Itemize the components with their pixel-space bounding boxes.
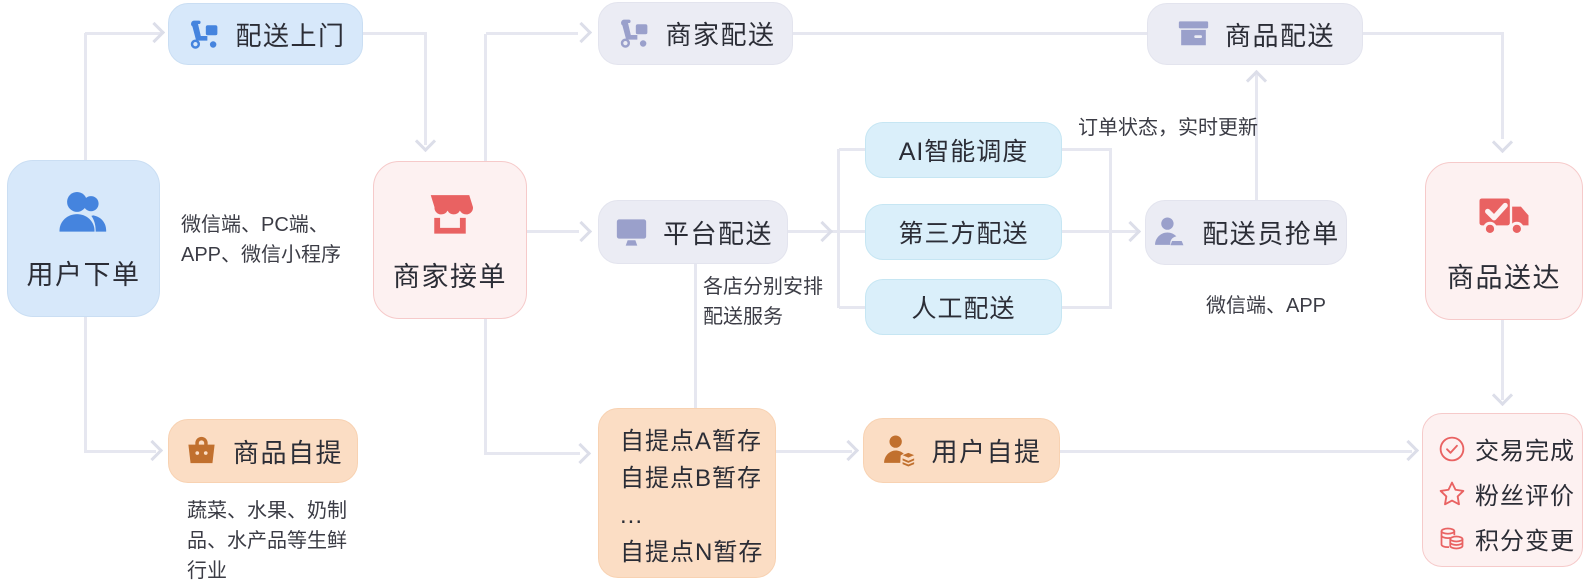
package-icon xyxy=(1175,16,1212,53)
node-label: 商家配送 xyxy=(665,20,776,50)
delivery-scooter-icon xyxy=(185,16,222,53)
star-icon xyxy=(1438,480,1466,508)
connector xyxy=(1062,148,1112,151)
arrowhead xyxy=(1397,439,1420,462)
person-stack-icon xyxy=(881,432,918,469)
check-circle-icon xyxy=(1438,435,1466,463)
node-courier-grab: 配送员抢单 xyxy=(1145,200,1347,265)
truck-check-icon xyxy=(1476,188,1532,244)
courier-person-icon xyxy=(1152,214,1189,251)
connector xyxy=(84,317,87,453)
node-label: 人工配送 xyxy=(911,295,1016,323)
node-home-delivery: 配送上门 xyxy=(168,3,363,65)
connector xyxy=(484,452,580,455)
connector xyxy=(788,230,865,233)
node-label: 商品送达 xyxy=(1447,262,1561,293)
connector xyxy=(839,306,865,309)
arrowhead xyxy=(570,220,593,243)
node-label: AI智能调度 xyxy=(898,138,1029,166)
arrowhead xyxy=(1245,69,1268,92)
node-completion: 交易完成 粉丝评价 积分变更 xyxy=(1422,413,1583,567)
completion-item-label: 粉丝评价 xyxy=(1475,483,1575,510)
node-third-party-delivery: 第三方配送 xyxy=(865,204,1062,260)
connector xyxy=(839,148,865,151)
node-label: 商品自提 xyxy=(232,437,343,468)
annotation-store-arrange: 各店分别安排配送服务 xyxy=(703,276,823,328)
annotation-fresh-industry: 蔬菜、水果、奶制品、水产品等生鲜行业 xyxy=(187,500,347,582)
connector xyxy=(1062,230,1112,233)
pickup-point-line: ... xyxy=(620,502,644,529)
node-merchant-delivery: 商家配送 xyxy=(598,2,793,65)
connector xyxy=(1062,306,1112,309)
pickup-point-line: 自提点B暂存 xyxy=(620,465,763,492)
connector xyxy=(484,34,487,161)
completion-item-label: 积分变更 xyxy=(1475,528,1575,555)
annotation-status-update: 订单状态，实时更新 xyxy=(1078,117,1258,139)
arrowhead xyxy=(143,21,166,44)
connector xyxy=(776,450,852,453)
node-self-pickup: 商品自提 xyxy=(168,419,358,483)
arrowhead xyxy=(141,439,164,462)
connector xyxy=(1363,32,1504,35)
arrowhead xyxy=(1491,131,1514,154)
connector xyxy=(1111,230,1140,233)
shopping-bag-icon xyxy=(183,433,220,470)
node-goods-arrived: 商品送达 xyxy=(1425,162,1583,320)
connector xyxy=(363,32,427,35)
connector xyxy=(484,319,487,455)
connector xyxy=(84,33,87,160)
connector xyxy=(793,32,1147,35)
connector xyxy=(527,230,579,233)
arrowhead xyxy=(811,220,834,243)
arrowhead xyxy=(570,21,593,44)
node-user-pickup: 用户自提 xyxy=(863,418,1060,483)
users-icon xyxy=(56,185,112,241)
arrowhead xyxy=(414,130,437,153)
node-goods-delivery: 商品配送 xyxy=(1147,3,1363,65)
annotation-order-channels: 微信端、PC端、APP、微信小程序 xyxy=(181,214,342,266)
node-manual-delivery: 人工配送 xyxy=(865,279,1062,335)
connector xyxy=(85,32,162,35)
connector xyxy=(1255,72,1258,200)
connector xyxy=(1501,33,1504,139)
node-label: 第三方配送 xyxy=(898,220,1029,248)
node-label: 用户下单 xyxy=(26,260,141,290)
arrowhead xyxy=(837,439,860,462)
completion-item: 交易完成 xyxy=(1438,426,1582,471)
pickup-point-line: 自提点N暂存 xyxy=(620,539,764,566)
completion-item: 积分变更 xyxy=(1438,516,1582,561)
node-label: 配送员抢单 xyxy=(1202,219,1340,249)
connector xyxy=(837,149,840,308)
node-pickup-points: 自提点A暂存 自提点B暂存 ... 自提点N暂存 xyxy=(598,408,776,578)
node-ai-dispatch: AI智能调度 xyxy=(865,122,1062,178)
node-label: 平台配送 xyxy=(662,218,773,249)
connector xyxy=(486,32,578,35)
monitor-icon xyxy=(613,214,650,251)
node-label: 商家接单 xyxy=(393,261,507,292)
arrowhead xyxy=(1119,220,1142,243)
node-label: 用户自提 xyxy=(931,437,1042,467)
completion-item-label: 交易完成 xyxy=(1475,438,1575,465)
storefront-icon xyxy=(422,187,478,243)
node-label: 商品配送 xyxy=(1224,20,1335,51)
connector xyxy=(1060,450,1412,453)
delivery-scooter-icon xyxy=(615,15,652,52)
arrowhead xyxy=(569,442,592,465)
pickup-point-line: 自提点A暂存 xyxy=(620,428,763,455)
node-merchant-accept: 商家接单 xyxy=(373,161,527,319)
arrowhead xyxy=(1491,384,1514,407)
annotation-courier-channels: 微信端、APP xyxy=(1206,295,1327,317)
completion-item: 粉丝评价 xyxy=(1438,471,1582,516)
connector xyxy=(1501,320,1504,400)
coins-icon xyxy=(1438,525,1466,553)
connector xyxy=(1109,149,1112,308)
node-platform-delivery: 平台配送 xyxy=(598,200,788,264)
connector xyxy=(694,264,697,408)
node-label: 配送上门 xyxy=(235,20,346,51)
connector xyxy=(424,33,427,145)
connector xyxy=(84,450,156,453)
node-user-order: 用户下单 xyxy=(7,160,160,317)
